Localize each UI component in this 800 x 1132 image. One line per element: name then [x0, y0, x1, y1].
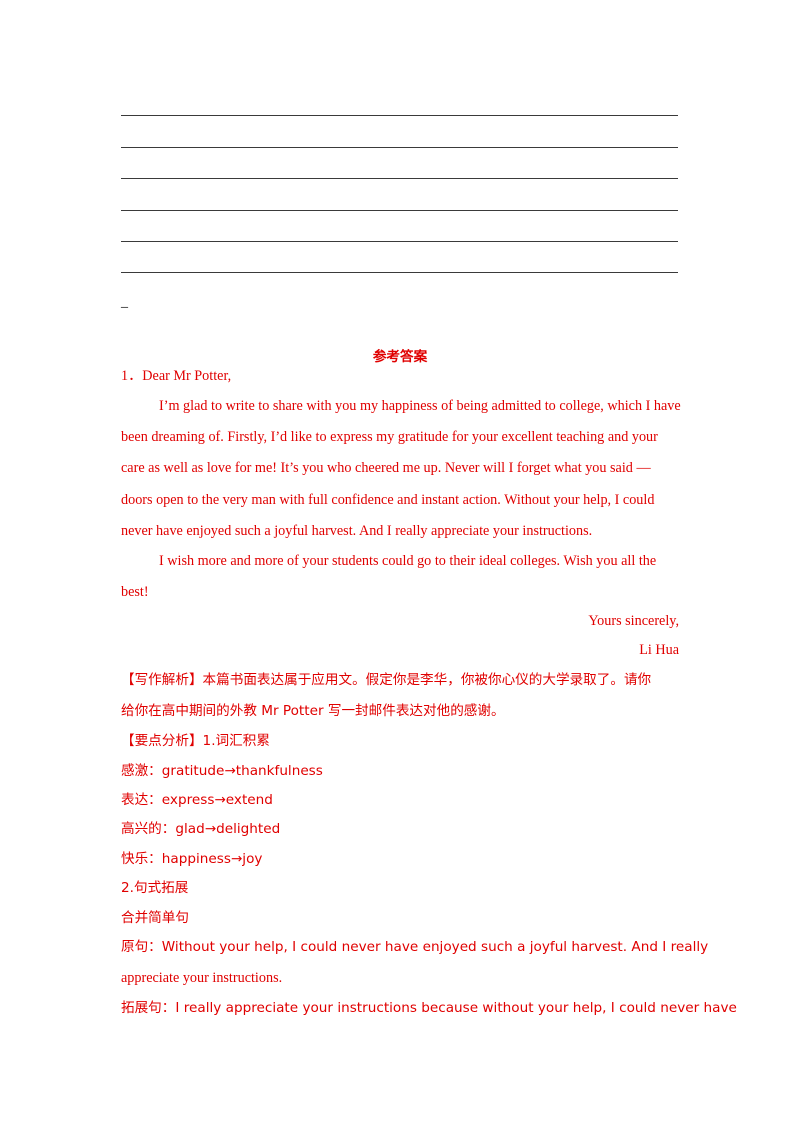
letter-line: I’m glad to write to share with you my h… [159, 398, 681, 414]
vocab-item: 感激：gratitude→thankfulness [121, 763, 323, 779]
vocab-item: 高兴的：glad→delighted [121, 821, 281, 837]
answer-heading: 参考答案 [372, 349, 428, 365]
letter-line: been dreaming of. Firstly, I’d like to e… [121, 429, 658, 445]
sentence-title: 2.句式拓展 [121, 880, 189, 896]
original-sentence: appreciate your instructions. [121, 970, 283, 986]
writing-analysis: 【写作解析】本篇书面表达属于应用文。假定你是李华，你被你心仪的大学录取了。请你 [121, 672, 652, 688]
writing-line [121, 272, 678, 273]
vocab-item: 表达：express→extend [121, 792, 273, 808]
merge-title: 合并简单句 [121, 910, 189, 926]
letter-signature: Li Hua [639, 642, 679, 658]
writing-line [121, 147, 678, 148]
writing-line [121, 210, 678, 211]
letter-line: never have enjoyed such a joyful harvest… [121, 523, 593, 539]
letter-line: care as well as love for me! It’s you wh… [121, 460, 651, 476]
letter-salutation: 1．Dear Mr Potter, [121, 368, 232, 384]
letter-line: best! [121, 584, 149, 600]
key-points-title: 【要点分析】1.词汇积累 [121, 733, 270, 749]
writing-line [121, 115, 678, 116]
writing-line [121, 178, 678, 179]
writing-analysis: 给你在高中期间的外教 Mr Potter 写一封邮件表达对他的感谢。 [121, 703, 505, 719]
letter-closing: Yours sincerely, [588, 613, 679, 629]
original-sentence: 原句：Without your help, I could never have… [121, 939, 709, 955]
vocab-item: 快乐：happiness→joy [121, 851, 263, 867]
letter-line: I wish more and more of your students co… [159, 553, 657, 569]
letter-line: doors open to the very man with full con… [121, 492, 655, 508]
underscore-mark: _ [121, 295, 128, 310]
writing-line [121, 241, 678, 242]
expanded-sentence: 拓展句：I really appreciate your instruction… [121, 1000, 737, 1016]
